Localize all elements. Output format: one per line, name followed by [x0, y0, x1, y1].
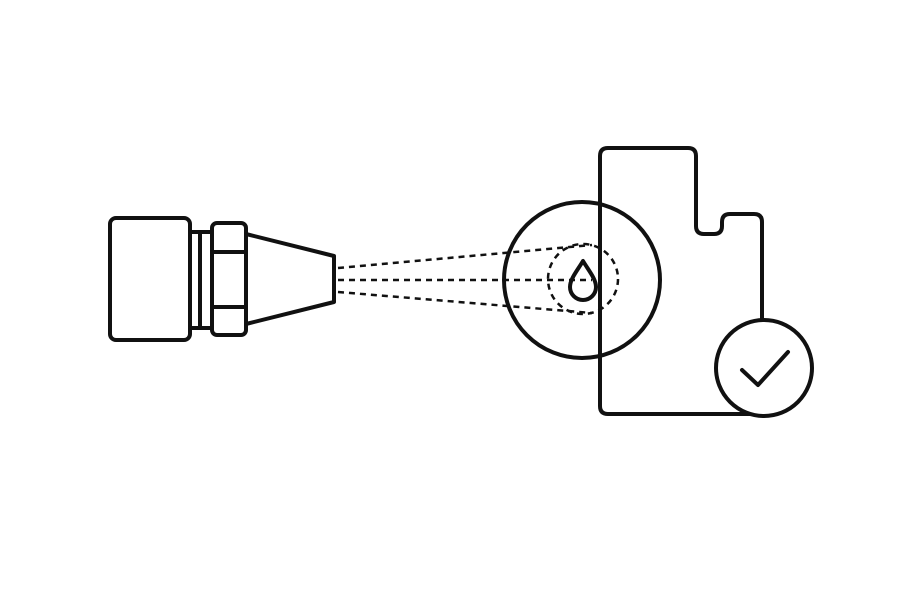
magnifier-lens-icon	[502, 200, 662, 360]
sensor-nut	[210, 221, 248, 337]
part-outline-icon	[598, 146, 764, 416]
beam-top	[337, 243, 593, 270]
status-circle	[714, 318, 814, 418]
beam-bottom	[337, 290, 593, 315]
water-drop-icon	[568, 259, 598, 302]
focus-circle	[546, 242, 620, 316]
checkmark-circle-icon	[714, 318, 814, 418]
sensor-body	[108, 216, 192, 342]
sensor-beams	[337, 243, 593, 315]
spray-sensor-icon	[108, 216, 336, 342]
checkmark-icon	[740, 350, 790, 387]
sensor-nozzle	[244, 232, 336, 326]
